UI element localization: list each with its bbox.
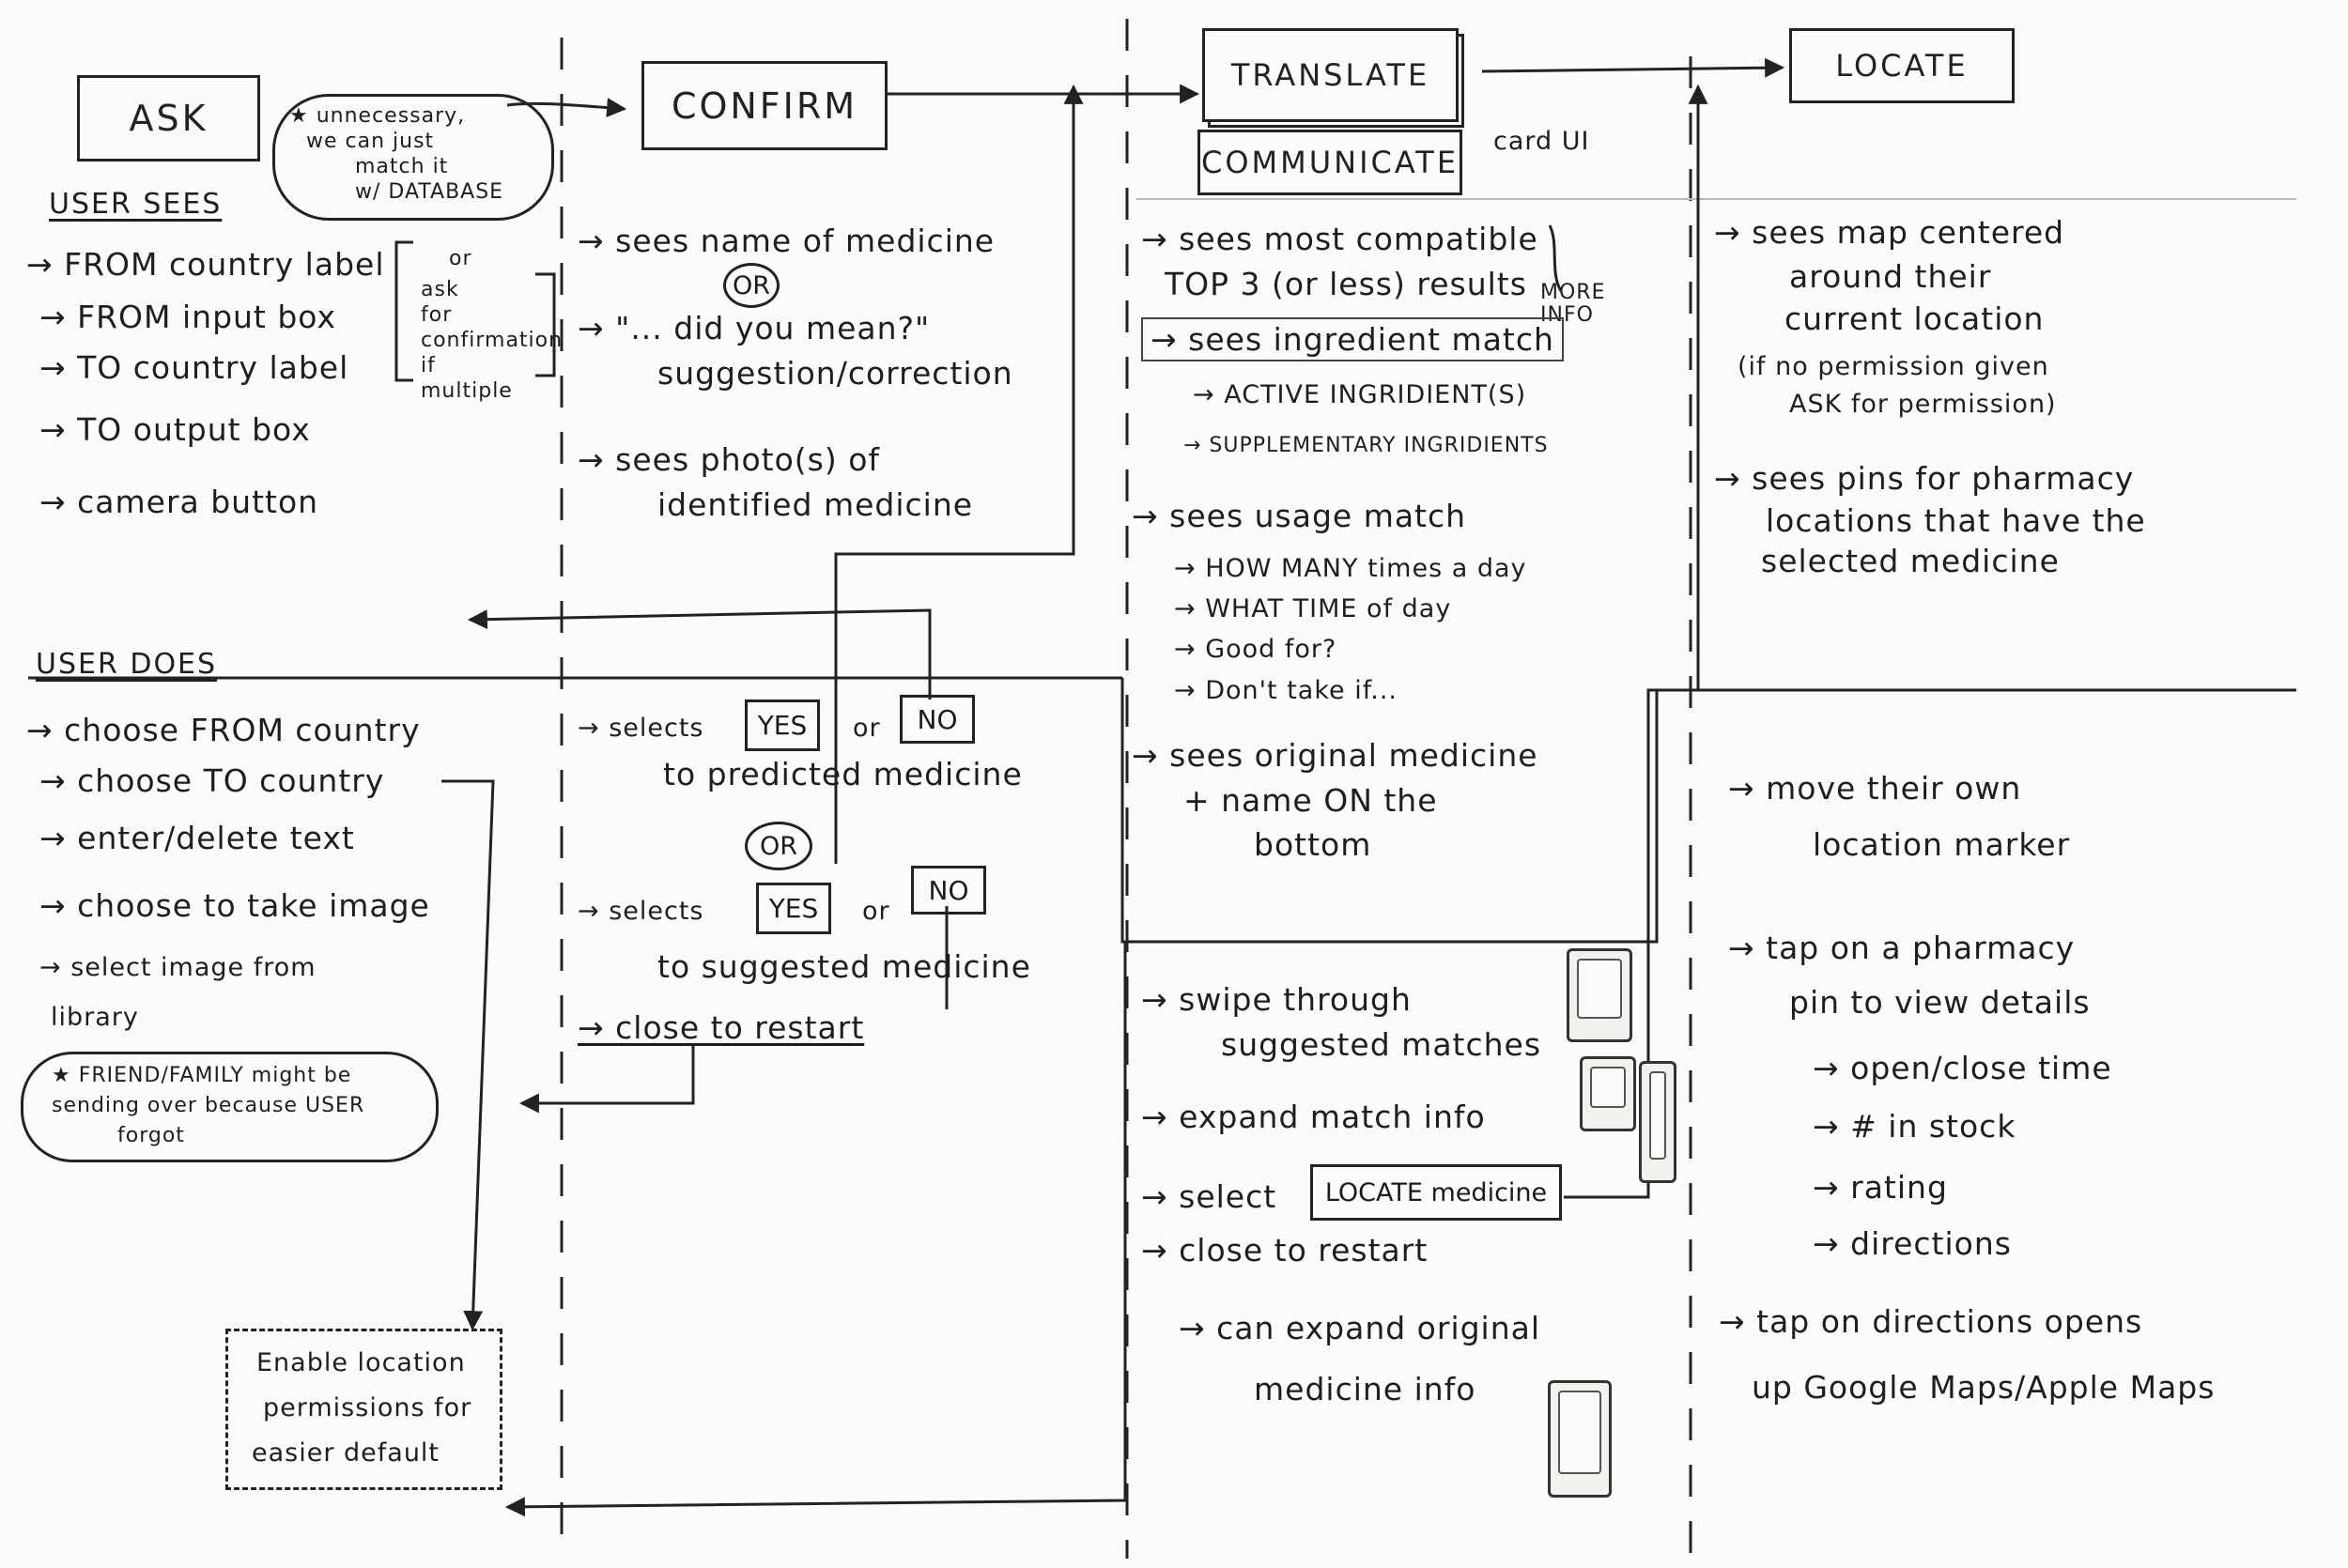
more-info-note: MORE INFO [1540,281,1606,327]
locate-sees-item: → sees pins for pharmacy [1714,460,2135,497]
confirm-sees-item: suggestion/correction [657,355,1013,392]
translate-sees-item: → sees original medicine [1132,737,1538,774]
phone-detail-sketch [1639,1061,1676,1183]
or-oval: OR [745,822,812,870]
locate-does-item: location marker [1813,826,2071,863]
locate-does-item: → tap on directions opens [1719,1303,2143,1340]
database-note-cloud [272,94,554,221]
translate-sees-item: + name ON the [1183,782,1438,819]
locate-does-item: → rating [1813,1169,1948,1206]
user-does-header: USER DOES [36,648,218,681]
confirm-sees-item: → sees photo(s) of [578,441,881,478]
predicted-medicine-label: to predicted medicine [663,756,1023,792]
translate-does-item: → swipe through [1141,981,1412,1018]
phone-original-sketch [1548,1380,1612,1498]
ask-sees-item: → FROM input box [39,299,337,335]
user-sees-header: USER SEES [49,188,223,221]
translate-sees-item: → sees ingredient match [1141,317,1564,361]
friend-note: ★ FRIEND/FAMILY might be sending over be… [52,1064,365,1147]
locate-does-item: → open/close time [1813,1050,2112,1086]
translate-sees-item: → SUPPLEMENTARY INGRIDIENTS [1183,434,1549,457]
selects-label: → selects [578,714,704,743]
translate-sees-item: bottom [1254,826,1372,863]
translate-sees-item: → Don't take if... [1174,676,1398,705]
selects-label: → selects [578,897,704,926]
translate-sees-item: → WHAT TIME of day [1174,594,1452,623]
translate-sees-item: → sees most compatible [1141,221,1538,257]
or-word: or [853,714,881,743]
no-suggested-button[interactable]: NO [911,866,986,915]
ask-sees-item: → TO output box [39,411,311,448]
locate-does-item: → move their own [1728,770,2022,807]
translate-sees-item: TOP 3 (or less) results [1165,266,1527,302]
translate-sees-item: → Good for? [1174,635,1337,664]
ask-sees-item: → TO country label [39,349,349,386]
friend-note-cloud [21,1052,439,1162]
translate-does-item: → select [1141,1178,1277,1215]
ask-does-item: → choose to take image [39,887,430,924]
translate-sees-item: → sees usage match [1132,498,1467,534]
enable-location-note: Enable location permissions for easier d… [252,1348,472,1468]
translate-sees-item: → HOW MANY times a day [1174,554,1527,583]
yes-predicted-button[interactable]: YES [745,699,820,751]
ask-does-item: library [51,1003,139,1032]
locate-does-item: up Google Maps/Apple Maps [1752,1369,2216,1406]
translate-does-item: suggested matches [1221,1026,1542,1063]
ask-sees-item: → FROM country label [26,246,385,283]
stage-ask: ASK [77,75,260,161]
locate-sees-item: (if no permission given [1738,352,2049,381]
translate-sees-item: → ACTIVE INGRIDIENT(S) [1193,380,1527,409]
translate-does-item: → close to restart [1141,1232,1429,1268]
ask-does-item: → select image from [39,953,317,982]
ask-does-item: → enter/delete text [39,820,355,856]
phone-expand-sketch [1580,1056,1636,1131]
locate-sees-item: ASK for permission) [1789,390,2057,419]
ask-does-item: → choose FROM country [26,712,421,748]
no-predicted-button[interactable]: NO [900,695,975,744]
translate-does-item: → expand match info [1141,1099,1486,1135]
confirm-sees-item: → sees name of medicine [578,223,996,259]
or-oval: OR [723,263,780,308]
phone-card-sketch [1567,948,1632,1042]
stage-translate: TRANSLATE [1202,28,1459,122]
stage-communicate: COMMUNICATE [1197,130,1462,195]
stage-locate: LOCATE [1789,28,2015,103]
card-ui-note: card UI [1493,127,1590,156]
stage-confirm: CONFIRM [641,61,888,150]
ask-sees-item: → camera button [39,484,319,520]
locate-sees-item: → sees map centered [1714,214,2065,251]
locate-sees-item: around their [1789,258,1992,295]
confirm-sees-item: identified medicine [657,486,974,523]
locate-does-item: → tap on a pharmacy [1728,930,2076,966]
confirm-sees-item: → "... did you mean?" [578,310,931,346]
ask-does-item: → choose TO country [39,762,385,799]
locate-does-item: → directions [1813,1225,2012,1262]
locate-sees-item: locations that have the [1766,502,2146,539]
translate-does-item: medicine info [1254,1371,1476,1407]
enable-location-box [225,1329,502,1490]
locate-sees-item: current location [1784,300,2045,337]
locate-does-item: → # in stock [1813,1108,2016,1145]
locate-sees-item: selected medicine [1761,543,2060,579]
translate-does-item: → can expand original [1179,1310,1541,1346]
suggested-medicine-label: to suggested medicine [657,948,1031,985]
or-note: or [449,247,472,270]
database-note: ★ unnecessary, we can just match it w/ D… [289,104,504,204]
yes-suggested-button[interactable]: YES [756,883,831,934]
or-word: or [862,897,890,926]
close-restart-link[interactable]: → close to restart [578,1009,865,1046]
locate-medicine-button[interactable]: LOCATE medicine [1310,1164,1562,1221]
locate-does-item: pin to view details [1789,984,2091,1021]
confirmation-note: ask for confirmation if multiple [421,278,564,403]
